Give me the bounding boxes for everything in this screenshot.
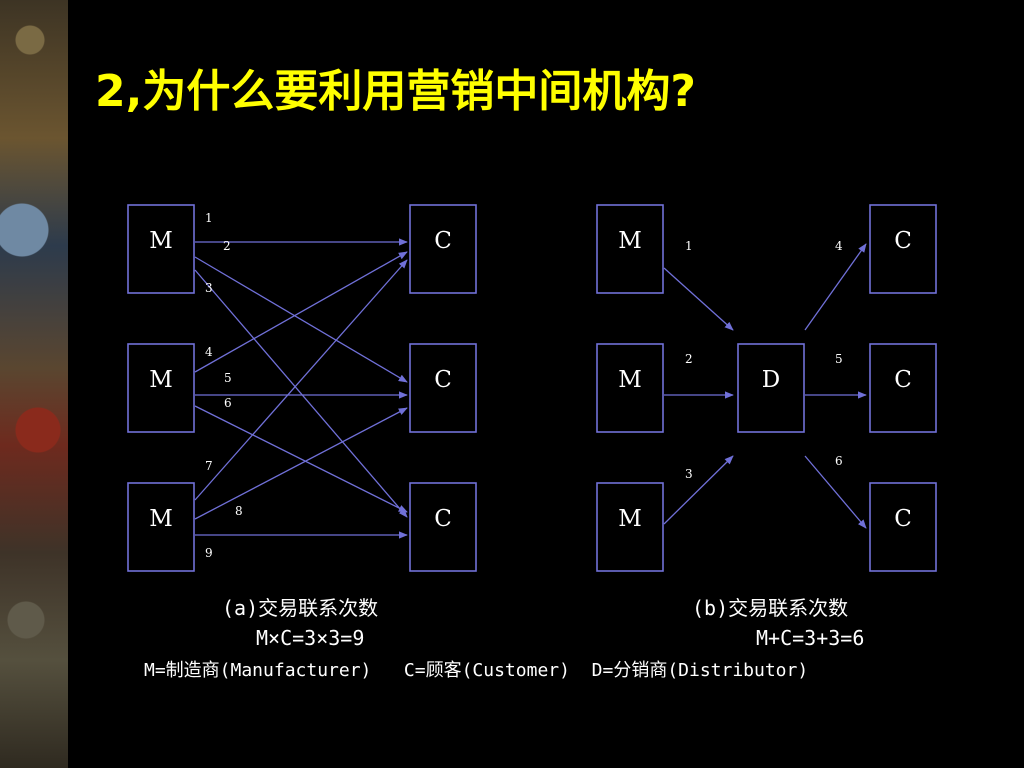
diagram-b-edge-mb1-d — [663, 267, 734, 331]
diagram-b-node-cb2 — [869, 343, 937, 433]
diagram-b-node-cb3 — [869, 482, 937, 572]
diagram-a-edge-number-5: 5 — [224, 371, 232, 385]
diagram-a-edge-number-4: 4 — [205, 345, 213, 359]
diagram-a-node-label-ma1: M — [149, 228, 173, 254]
diagram-b-node-label-d: D — [762, 367, 780, 393]
legend-manufacturer: M=制造商(Manufacturer) — [144, 660, 372, 681]
diagram-a-caption: (a)交易联系次数 — [222, 596, 379, 620]
diagram-b-edge-d-cb1 — [804, 243, 867, 331]
diagram-a-node-ma1 — [127, 204, 195, 294]
diagram-b-edge-d-cb3 — [804, 455, 867, 529]
decorative-photo-strip — [0, 0, 68, 768]
diagram-a-edge-ma1-ca2 — [194, 256, 408, 383]
diagram-b-edge-number-3: 3 — [685, 467, 693, 481]
diagram-b-node-label-mb3: M — [618, 506, 642, 532]
legend-customer: C=顾客(Customer) — [403, 660, 570, 681]
diagram-a-edge-number-1: 1 — [205, 211, 213, 225]
legend-distributor: D=分销商(Distributor) — [591, 660, 809, 681]
diagram-b-edge-number-4: 4 — [835, 239, 843, 253]
diagram-a-node-label-ma3: M — [149, 506, 173, 532]
diagram-a-edge-number-9: 9 — [205, 546, 213, 560]
diagram-a-edge-ma2-ca1 — [194, 251, 408, 373]
diagram-b-edge-number-6: 6 — [835, 454, 843, 468]
diagram-a-node-ma2 — [127, 343, 195, 433]
diagram-a-node-label-ca2: C — [434, 367, 452, 393]
diagram-b-edge-number-2: 2 — [685, 352, 693, 366]
diagram-a-formula: M×C=3×3=9 — [256, 626, 365, 650]
diagram-b-node-mb3 — [596, 482, 664, 572]
diagram-a-node-ca2 — [409, 343, 477, 433]
legend: M=制造商(Manufacturer) C=顾客(Customer) D=分销商… — [132, 660, 812, 681]
diagram-a-edge-number-2: 2 — [223, 239, 231, 253]
diagram-a-edge-ma1-ca3 — [194, 269, 408, 518]
diagram-a-edge-number-6: 6 — [224, 396, 232, 410]
diagram-a-edge-number-8: 8 — [235, 504, 243, 518]
diagram-a-edge-number-7: 7 — [205, 459, 213, 473]
diagram-b-node-label-cb3: C — [894, 506, 912, 532]
diagram-a-node-ma3 — [127, 482, 195, 572]
diagram-b-caption: (b)交易联系次数 — [692, 596, 849, 620]
diagram-a-node-label-ca3: C — [434, 506, 452, 532]
diagram-a-node-ca3 — [409, 482, 477, 572]
diagram-b-node-label-cb1: C — [894, 228, 912, 254]
diagram-a-edge-ma3-ca1 — [194, 259, 408, 501]
diagram-b-node-label-cb2: C — [894, 367, 912, 393]
diagram-b-formula: M+C=3+3=6 — [756, 626, 865, 650]
diagram-b-node-label-mb1: M — [618, 228, 642, 254]
diagram-a-node-ca1 — [409, 204, 477, 294]
diagram-a-edge-ma3-ca2 — [194, 407, 408, 520]
page-title: 2,为什么要利用营销中间机构? — [95, 66, 696, 117]
diagram-a-edge-ma2-ca3 — [194, 405, 408, 513]
diagram-b-node-mb1 — [596, 204, 664, 294]
diagram-b-edge-number-5: 5 — [835, 352, 843, 366]
diagram-b-node-d — [737, 343, 805, 433]
diagram-b-node-mb2 — [596, 343, 664, 433]
diagram-b-edge-number-1: 1 — [685, 239, 693, 253]
diagram-a-edge-number-3: 3 — [205, 281, 213, 295]
diagram-b-node-cb1 — [869, 204, 937, 294]
diagram-a-node-label-ma2: M — [149, 367, 173, 393]
diagram-b-edge-mb3-d — [663, 455, 734, 525]
diagram-a-node-label-ca1: C — [434, 228, 452, 254]
diagram-b-node-label-mb2: M — [618, 367, 642, 393]
